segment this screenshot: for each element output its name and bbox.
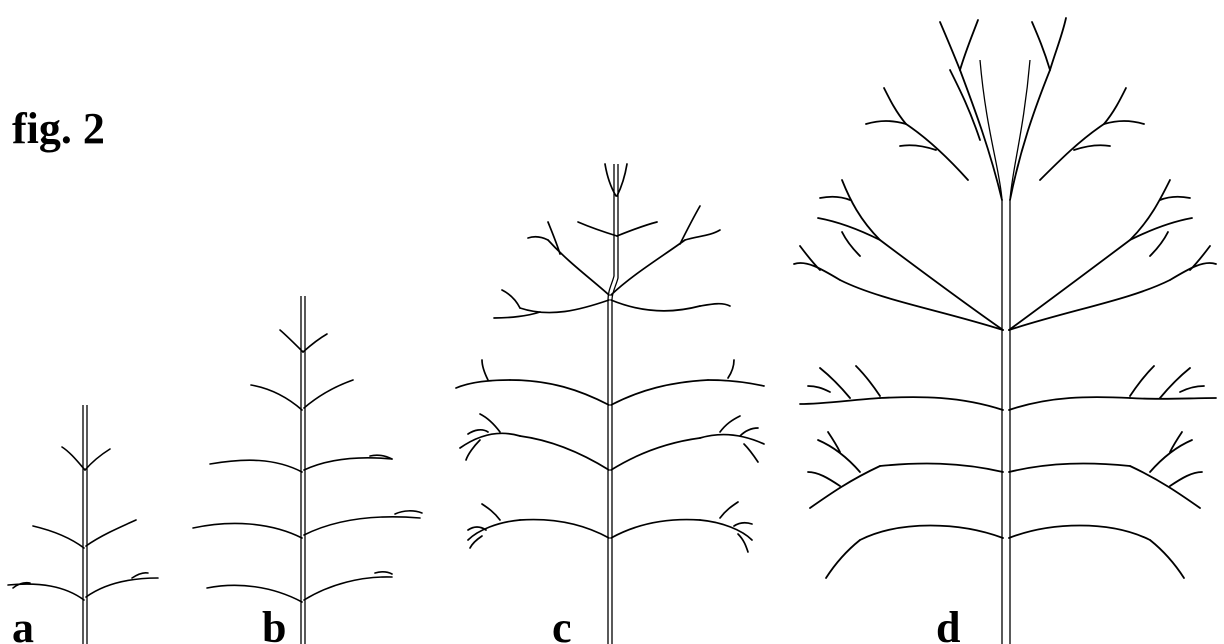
tree-a: a [8,405,158,644]
tree-b: b [193,296,422,644]
tree-c-branches [456,164,764,552]
tree-d-branches [794,18,1216,578]
panel-label-b: b [262,603,286,644]
panel-label-c: c [552,603,572,644]
tree-a-trunk [83,405,87,644]
panel-label-a: a [12,603,34,644]
tree-d: d [794,18,1216,644]
tree-c: c [456,164,764,644]
figure-title: fig. 2 [12,104,105,153]
tree-b-branches [193,330,422,602]
panel-label-d: d [936,603,960,644]
